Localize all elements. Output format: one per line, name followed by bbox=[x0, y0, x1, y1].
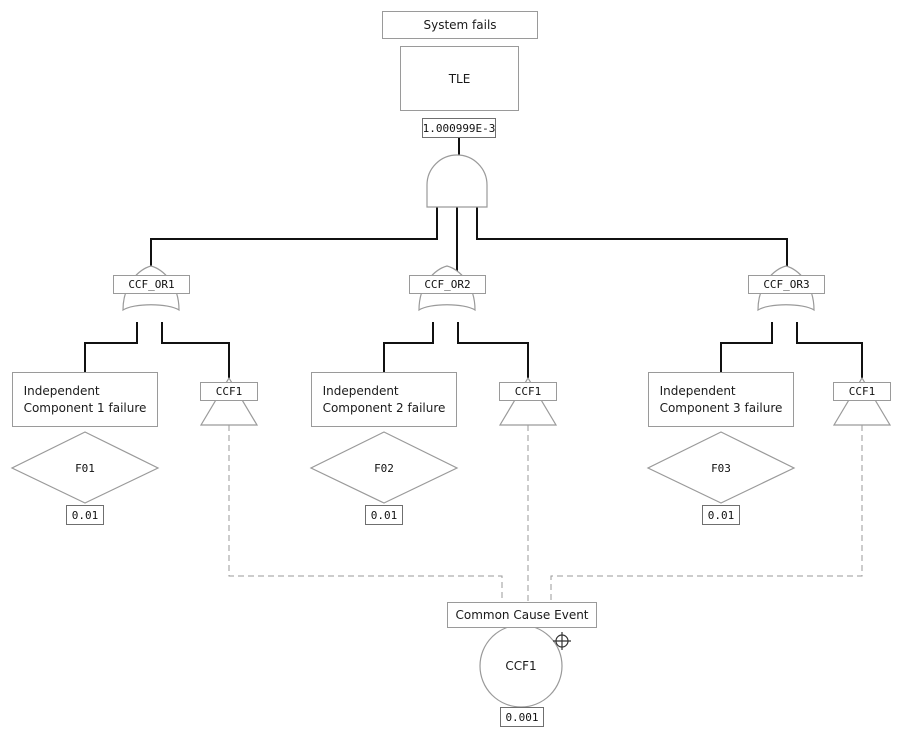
basic-event-f02-value-box: 0.01 bbox=[365, 505, 403, 525]
basic-event-diamond-f02-shape bbox=[309, 431, 459, 504]
basic-event-f02-value: 0.01 bbox=[370, 508, 398, 522]
connector-transfer-c-to-common-cause bbox=[550, 425, 863, 603]
common-cause-event-label: CCF1 bbox=[505, 659, 537, 673]
tle-box[interactable]: TLE bbox=[400, 46, 519, 111]
component-1-box[interactable]: Independent Component 1 failure bbox=[12, 372, 158, 427]
component-1-description: Independent Component 1 failure bbox=[23, 383, 147, 415]
connector-or1-to-component1 bbox=[84, 322, 138, 372]
connector-or3-to-ccf1-c bbox=[796, 322, 863, 378]
component-2-box[interactable]: Independent Component 2 failure bbox=[311, 372, 457, 427]
connector-and-to-or1 bbox=[150, 207, 438, 273]
top-title-box: System fails bbox=[382, 11, 538, 39]
or-gate-1-label-box[interactable]: CCF_OR1 bbox=[113, 275, 190, 294]
connector-or2-to-component2 bbox=[383, 322, 434, 372]
common-cause-value: 0.001 bbox=[505, 710, 539, 724]
transfer-triangle-a-shape bbox=[199, 376, 259, 426]
tle-value-box: 1.000999E-3 bbox=[422, 118, 496, 138]
basic-event-f03-label: F03 bbox=[711, 461, 731, 475]
transfer-c-label-box[interactable]: CCF1 bbox=[833, 382, 891, 401]
connector-transfer-a-to-common-cause bbox=[228, 425, 503, 603]
or-gate-3-label: CCF_OR3 bbox=[763, 278, 810, 291]
tle-label: TLE bbox=[448, 71, 471, 86]
connector-and-to-or3 bbox=[476, 207, 788, 273]
top-title-label: System fails bbox=[423, 18, 497, 32]
common-cause-title-box[interactable]: Common Cause Event bbox=[447, 602, 597, 628]
common-cause-value-box: 0.001 bbox=[500, 707, 544, 727]
connector-or3-to-component3 bbox=[720, 322, 773, 372]
crosshair-icon bbox=[553, 632, 571, 650]
transfer-triangle-b-shape bbox=[498, 376, 558, 426]
or-gate-2-label-box[interactable]: CCF_OR2 bbox=[409, 275, 486, 294]
transfer-a-label: CCF1 bbox=[215, 385, 243, 398]
transfer-a-label-box[interactable]: CCF1 bbox=[200, 382, 258, 401]
basic-event-f02-label: F02 bbox=[374, 461, 394, 475]
basic-event-f01-label: F01 bbox=[75, 461, 95, 475]
tle-value: 1.000999E-3 bbox=[422, 121, 496, 135]
transfer-b-label: CCF1 bbox=[514, 385, 542, 398]
basic-event-f03-value-box: 0.01 bbox=[702, 505, 740, 525]
basic-event-diamond-f03-shape bbox=[646, 431, 796, 504]
component-3-description: Independent Component 3 failure bbox=[659, 383, 783, 415]
transfer-triangle-c-shape bbox=[832, 376, 892, 426]
and-gate-shape bbox=[426, 154, 488, 208]
connector-or2-to-ccf1-b bbox=[457, 322, 529, 378]
basic-event-f03-value: 0.01 bbox=[707, 508, 735, 522]
or-gate-2-label: CCF_OR2 bbox=[424, 278, 471, 291]
transfer-b-label-box[interactable]: CCF1 bbox=[499, 382, 557, 401]
basic-event-f01-value: 0.01 bbox=[71, 508, 99, 522]
transfer-c-label: CCF1 bbox=[848, 385, 876, 398]
basic-event-f01-value-box: 0.01 bbox=[66, 505, 104, 525]
component-2-description: Independent Component 2 failure bbox=[322, 383, 446, 415]
or-gate-3-label-box[interactable]: CCF_OR3 bbox=[748, 275, 825, 294]
basic-event-diamond-f01-shape bbox=[10, 431, 160, 504]
connector-or1-to-ccf1-a bbox=[161, 322, 230, 378]
component-3-box[interactable]: Independent Component 3 failure bbox=[648, 372, 794, 427]
common-cause-title-label: Common Cause Event bbox=[455, 608, 589, 622]
or-gate-1-label: CCF_OR1 bbox=[128, 278, 175, 291]
